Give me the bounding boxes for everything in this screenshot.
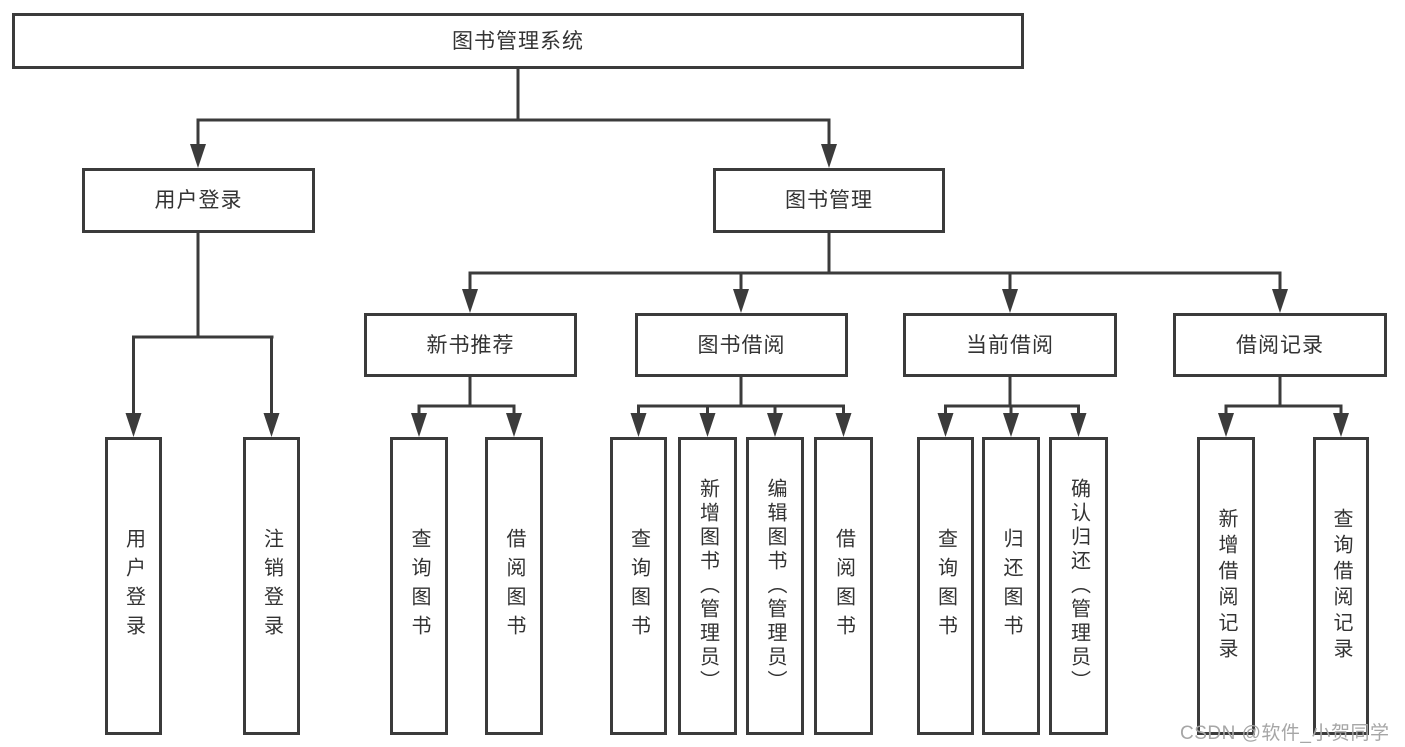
csdn-watermark: CSDN @软件_小贺同学	[1180, 723, 1390, 744]
leaf-user-login: 用户登录	[105, 437, 162, 735]
node-book-borrow: 图书借阅	[635, 313, 848, 377]
leaf-edit-book-admin: 编辑图书（管理员）	[746, 437, 804, 735]
leaf-confirm-return-admin: 确认归还（管理员）	[1049, 437, 1108, 735]
leaf-add-book-admin: 新增图书（管理员）	[678, 437, 737, 735]
node-new-book-recommend: 新书推荐	[364, 313, 577, 377]
leaf-query-book-current: 查询图书	[917, 437, 974, 735]
leaf-borrow-book: 借阅图书	[814, 437, 873, 735]
leaf-return-book: 归还图书	[982, 437, 1040, 735]
node-user-login: 用户登录	[82, 168, 315, 233]
node-book-management: 图书管理	[713, 168, 945, 233]
leaf-query-book-recommend: 查询图书	[390, 437, 448, 735]
node-borrow-record: 借阅记录	[1173, 313, 1387, 377]
node-current-borrow: 当前借阅	[903, 313, 1117, 377]
leaf-query-book-borrow: 查询图书	[610, 437, 667, 735]
leaf-borrow-book-recommend: 借阅图书	[485, 437, 543, 735]
leaf-query-borrow-record: 查询借阅记录	[1313, 437, 1369, 735]
leaf-add-borrow-record: 新增借阅记录	[1197, 437, 1255, 735]
node-root-library-system: 图书管理系统	[12, 13, 1024, 69]
leaf-logout: 注销登录	[243, 437, 300, 735]
